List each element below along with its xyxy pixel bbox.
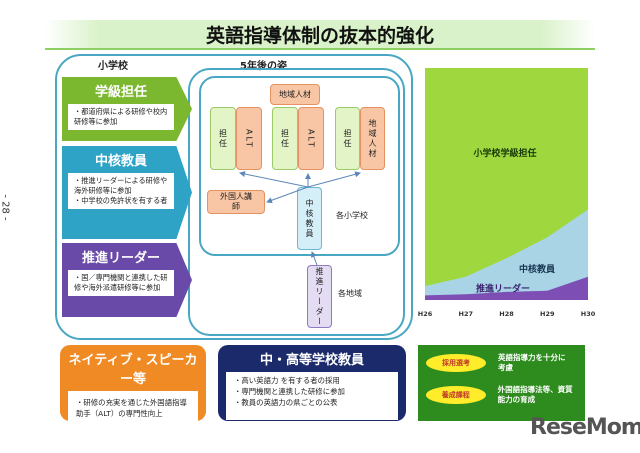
box-title: 中・高等学校教員 [259,353,364,368]
core-teacher-box: 中核教員 [297,187,322,250]
role-class-teacher: 学級担任 ・都道府県による研修や校内研修等に参加 [62,77,192,141]
course-pill: 養成課程 [426,386,486,404]
box-item: ・高い英語力 を有する者の採用 [234,376,340,385]
role-item: ・都道府県による研修や校内研修等に参加 [68,104,174,130]
future-box [188,68,405,336]
title-banner: 英語指導体制の抜本的強化 [45,20,595,50]
role-core-teacher: 中核教員 ・推進リーダーによる研修や海外研修等に参加・中学校の免許状を有する者 [62,146,192,239]
training-row: 採用選考 英語指導力を十分に考慮 [426,353,577,373]
row-text: 英語指導力を十分に考慮 [498,353,566,372]
native-speaker-box: ネイティブ・スピーカー等 ・研修の充実を通じた外国語指導助手（ALT）の専門性向… [60,345,206,439]
arrow-to-pair-1 [239,171,309,188]
role-title: 中核教員 [94,154,147,169]
role-promotion-leader: 推進リーダー ・国／専門機関と連携した研修や海外派遣研修等に参加 [62,243,192,317]
page-title: 英語指導体制の抜本的強化 [205,24,434,47]
alt-2: ALT [298,107,324,170]
area-chart: 推進リーダー 中核教員 小学校学級担任 H26 H27 H28 H29 H30 [418,68,596,318]
teacher-training-box: 採用選考 英語指導力を十分に考慮 養成課程 外国語指導法等、資質能力の育成 [418,345,585,421]
promotion-leader-box: 推進リーダー [307,265,332,328]
elementary-section [55,54,413,340]
area-0 [425,276,588,300]
row-text: 外国語指導法等、資質能力の育成 [497,385,573,404]
foreign-instructor: 外国人講師 [207,190,265,214]
area-1 [425,209,588,300]
box-item: ・教員の英語力の県ごとの公表 [234,398,338,407]
each-region-label: 各地域 [338,289,362,298]
box-item: ・研修の充実を通じた外国語指導助手（ALT）の専門性向上 [68,391,198,439]
role-item: ・推進リーダーによる研修や海外研修等に参加 [74,176,168,195]
selection-pill: 採用選考 [426,354,486,372]
series-label: 小学校学級担任 [472,147,536,159]
arrow-to-core-teacher [310,251,318,266]
series-label: 推進リーダー [476,282,530,294]
local-talent-3: 地域人材 [360,107,385,170]
each-school-label: 各小学校 [336,211,368,220]
future-label: 5年後の姿 [240,61,287,72]
x-tick-label: H28 [499,310,514,318]
alt-1: ALT [236,107,262,170]
homeroom-teacher-3: 担任 [335,107,360,170]
local-talent-top: 地域人材 [270,84,320,105]
x-tick-label: H29 [540,310,555,318]
role-title: 推進リーダー [81,251,160,266]
elementary-label: 小学校 [98,61,128,72]
homeroom-teacher-2: 担任 [272,107,298,170]
homeroom-teacher-1: 担任 [210,107,236,170]
role-title: 学級担任 [94,85,147,100]
arrow-to-pair-3 [307,171,361,188]
role-items: ・推進リーダーによる研修や海外研修等に参加・中学校の免許状を有する者 [68,173,174,209]
resemom-logo: ReseMom [530,415,640,440]
arrow-to-foreign-instructor [266,186,309,204]
box-title: ネイティブ・スピーカー等 [68,353,198,387]
role-item: ・国／専門機関と連携した研修や海外派遣研修等に参加 [68,270,174,296]
x-tick-label: H27 [459,310,474,318]
box-items: ・高い英語力 を有する者の採用・専門機関と連携した研修に参加・教員の英語力の県ご… [226,372,398,420]
school-box [199,76,400,256]
x-tick-label: H30 [581,310,596,318]
training-row: 養成課程 外国語指導法等、資質能力の育成 [426,385,577,405]
secondary-teacher-box: 中・高等学校教員 ・高い英語力 を有する者の採用・専門機関と連携した研修に参加・… [218,345,406,421]
x-tick-label: H26 [418,310,433,318]
box-item: ・専門機関と連携した研修に参加 [234,387,345,396]
series-label: 中核教員 [519,263,555,275]
role-item: ・中学校の免許状を有する者 [74,196,168,205]
